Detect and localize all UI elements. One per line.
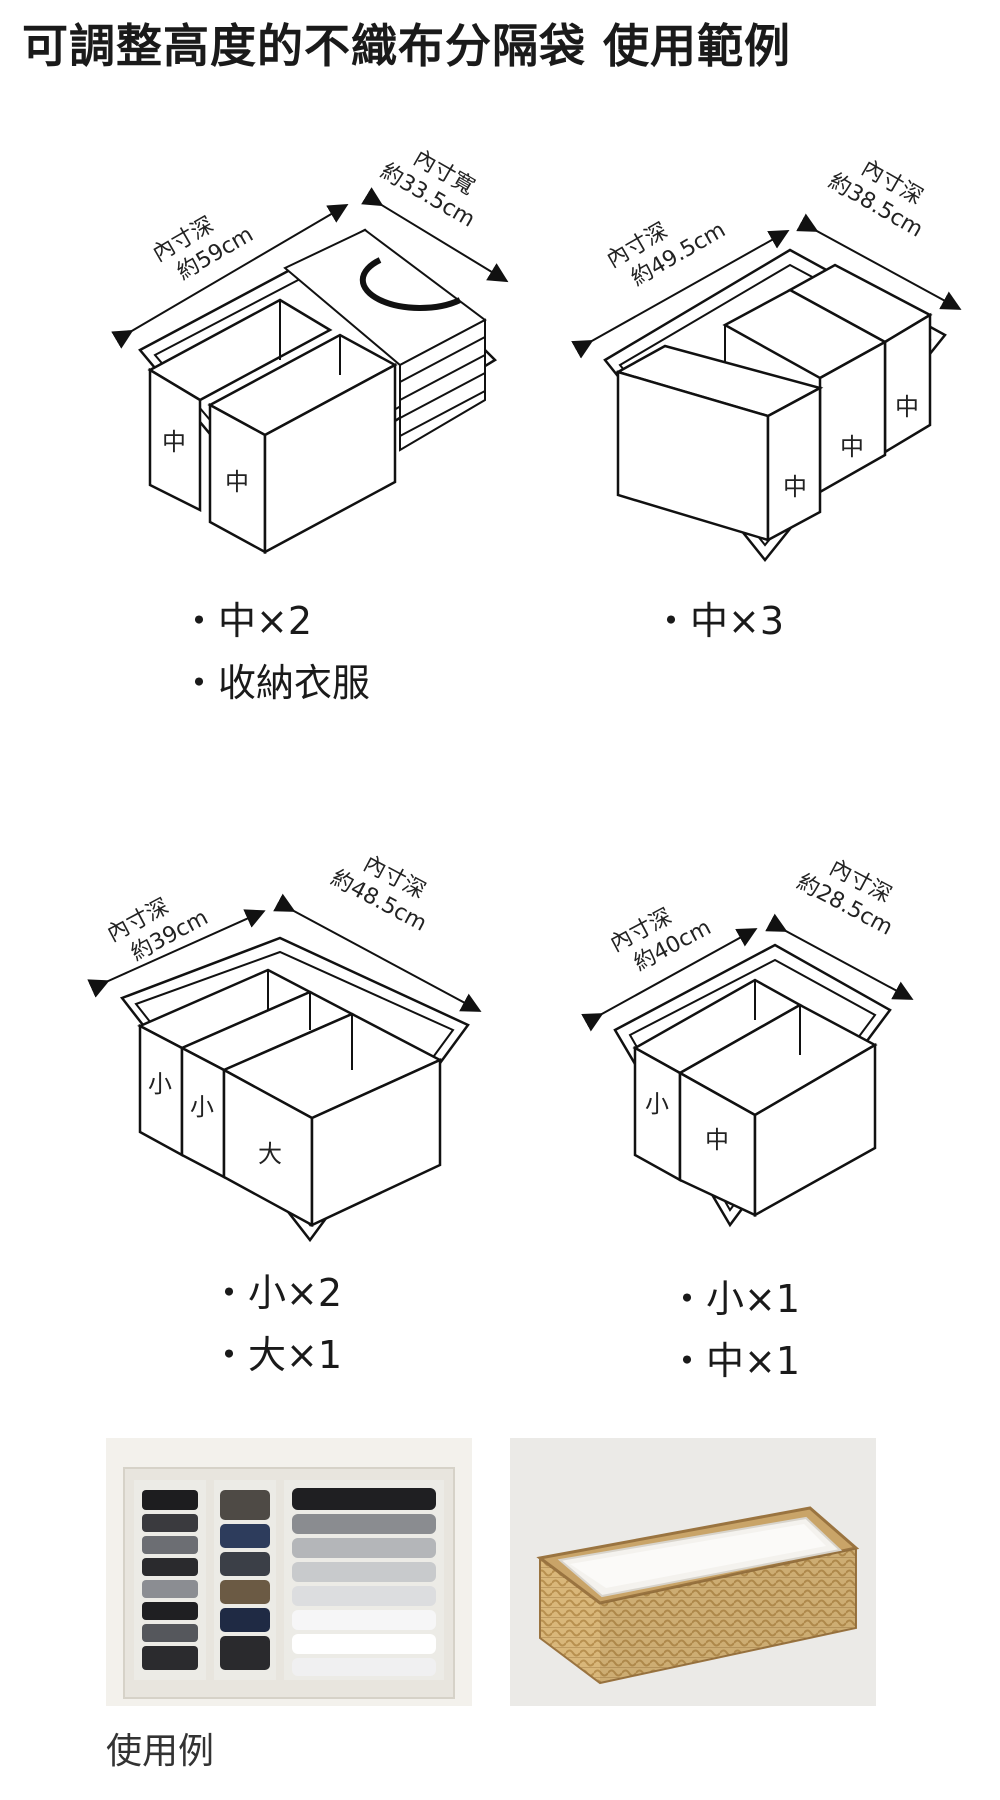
note-line: ・小×1 <box>668 1277 801 1321</box>
divider-box-large <box>221 1012 443 1228</box>
depth-arrow <box>87 909 266 998</box>
note-line: ・中×2 <box>180 599 313 643</box>
drawer-with-clothes-photo <box>106 1438 472 1706</box>
note-line: ・中×3 <box>652 599 785 643</box>
slot-label: 中 <box>840 433 864 461</box>
example-3: 小 小 大 內寸深 約39cm 內寸深 約48.5cm <box>0 830 482 1243</box>
slot-label: 中 <box>783 473 807 501</box>
depth-arrow <box>111 203 349 349</box>
slot-label: 中 <box>225 468 249 496</box>
example-1: 中 中 內寸深 約59cm 內寸寬 約33.5cm <box>0 120 509 555</box>
depth-arrow <box>571 230 790 359</box>
note-line: ・收納衣服 <box>180 661 371 705</box>
example-4: 小 中 內寸深 約40cm 內寸深 約28.5cm <box>490 830 970 1228</box>
wicker-basket-photo <box>510 1438 876 1706</box>
slot-label: 中 <box>895 393 919 421</box>
example-3-diagram: 小 小 大 內寸深 約39cm 內寸深 約48.5cm <box>87 851 482 1243</box>
slot-label: 中 <box>705 1126 729 1154</box>
divider-box-1 <box>614 344 824 543</box>
width-arrow <box>273 893 482 1012</box>
example-4-diagram: 小 中 內寸深 約40cm 內寸深 約28.5cm <box>581 855 914 1228</box>
note-line: ・小×2 <box>210 1271 343 1315</box>
slot-label: 小 <box>148 1070 172 1098</box>
page-title: 可調整高度的不織布分隔袋 使用範例 <box>22 19 792 73</box>
slot-label: 小 <box>645 1090 669 1118</box>
example-2-notes: ・中×3 <box>652 590 784 652</box>
slot-label: 中 <box>162 428 186 456</box>
example-4-notes: ・小×1 ・中×1 <box>668 1268 800 1392</box>
example-1-diagram: 中 中 內寸深 約59cm 內寸寬 約33.5cm <box>111 146 509 555</box>
example-2-diagram: 中 中 中 內寸深 約49.5cm 內寸深 約38.5cm <box>571 156 962 563</box>
width-arrow <box>765 913 914 1000</box>
divider-box-medium <box>677 1003 878 1218</box>
note-line: ・大×1 <box>210 1333 343 1377</box>
example-3-notes: ・小×2 ・大×1 <box>210 1262 342 1386</box>
depth-arrow <box>581 928 758 1032</box>
slot-label: 小 <box>190 1093 214 1121</box>
divider-box-2 <box>207 333 398 555</box>
photo-caption: 使用例 <box>106 1731 215 1772</box>
width-arrow <box>796 213 962 310</box>
example-2: 中 中 中 內寸深 約49.5cm 內寸深 約38.5cm <box>490 120 970 563</box>
note-line: ・中×1 <box>668 1339 801 1383</box>
slot-label: 大 <box>258 1140 282 1168</box>
example-1-notes: ・中×2 ・收納衣服 <box>180 590 370 714</box>
width-arrow <box>361 187 509 283</box>
